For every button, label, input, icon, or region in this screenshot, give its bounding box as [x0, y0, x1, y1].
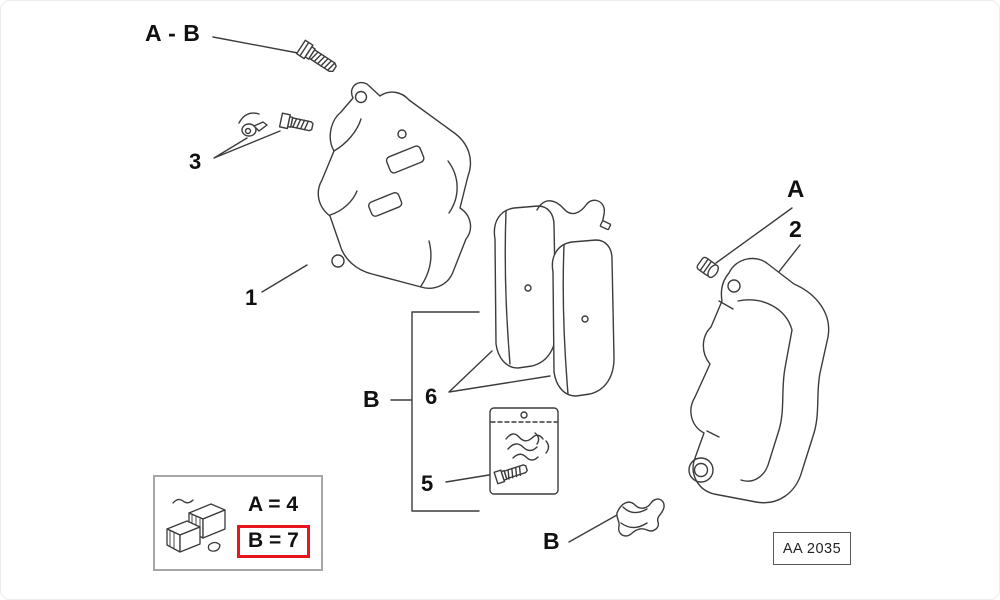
brake-pads-with-wear-sensor-icon	[493, 199, 615, 397]
callout-3: 3	[189, 149, 202, 174]
callout-ab: A - B	[145, 20, 201, 46]
legend-value-a: A = 4	[248, 492, 298, 516]
bolt-icon	[295, 39, 337, 73]
brake-caliper-icon	[317, 81, 472, 289]
drawing-code-box: AA 2035	[773, 532, 851, 565]
bleed-screw-icon	[238, 112, 268, 137]
drawing-code: AA 2035	[782, 540, 842, 557]
callout-2: 2	[789, 216, 803, 242]
callout-1: 1	[245, 285, 258, 310]
caliper-bracket-icon	[688, 257, 830, 504]
callout-6: 6	[425, 384, 438, 409]
legend-rows: A = 4 B = 7	[237, 489, 310, 558]
fitting-kit-bag-icon	[489, 407, 559, 495]
legend-row-a: A = 4	[237, 489, 310, 522]
callout-5: 5	[421, 471, 434, 496]
small-bolt-icon	[278, 112, 314, 132]
guide-plug-icon	[696, 256, 719, 279]
callout-b-clip: B	[543, 528, 561, 554]
spring-clip-icon	[616, 498, 665, 537]
callout-a: A	[787, 176, 805, 203]
legend-box: A = 4 B = 7	[153, 475, 323, 571]
callout-b-group: B	[363, 386, 381, 412]
legend-value-b-highlighted: B = 7	[237, 524, 310, 558]
legend-row-b-highlighted: B = 7	[237, 524, 310, 558]
hardware-kit-icon	[166, 498, 226, 553]
